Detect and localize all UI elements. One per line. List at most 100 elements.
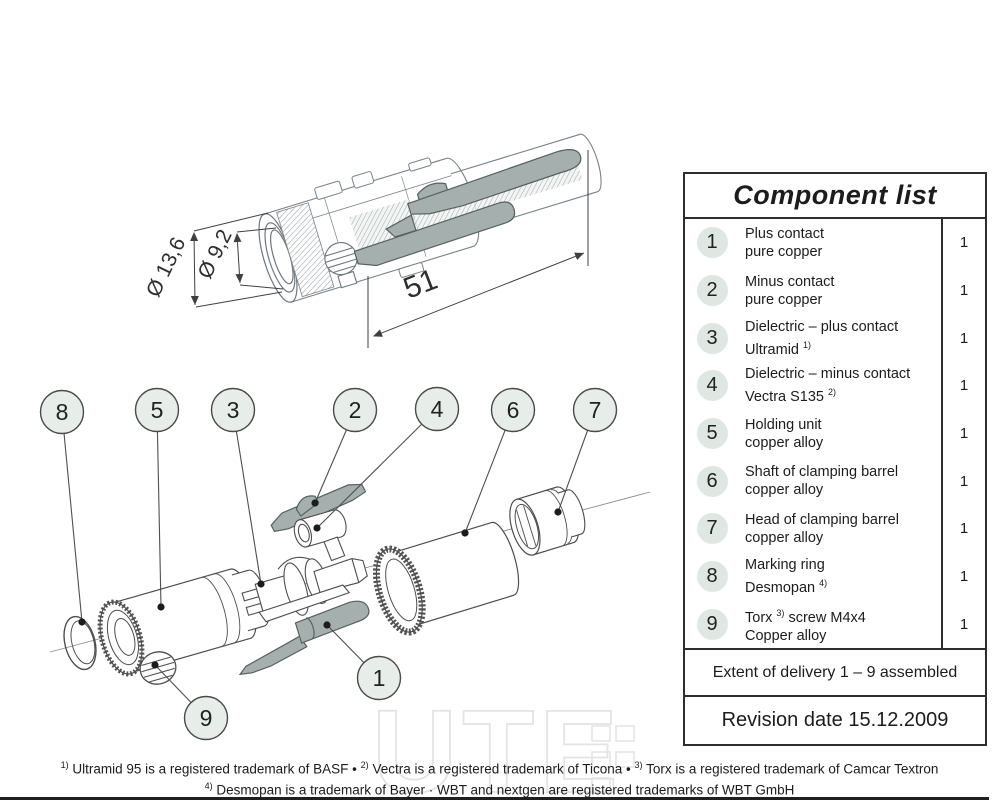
component-material-line: pure copper: [745, 243, 941, 261]
part-5-holding-unit: [97, 568, 270, 677]
text-segment: copper alloy: [745, 529, 824, 546]
component-material-line: Desmopan 4): [745, 574, 941, 597]
balloon-leader-4: [316, 408, 438, 529]
text-segment: Torx: [745, 609, 777, 626]
superscript-ref: 4): [204, 780, 213, 791]
quantity-cell: 1: [941, 505, 985, 553]
superscript-ref: 3): [776, 607, 785, 618]
dimension-lines: [190, 150, 589, 348]
row-number-cell: 9: [685, 608, 739, 640]
quantity-cell: 1: [941, 314, 985, 363]
component-material-line: Ultramid 1): [745, 336, 941, 359]
text-segment: Copper alloy: [745, 627, 827, 644]
part-4-dielectric-minus: [293, 509, 347, 562]
superscript-ref: 1): [803, 339, 812, 350]
quantity-cell: 1: [941, 219, 985, 267]
contacts-shaded: [353, 149, 582, 267]
balloon-circle-6: [490, 387, 536, 433]
superscript-ref: 2): [360, 760, 369, 770]
footnote-line-2: 4) Desmopan is a trademark of Bayer · WB…: [0, 778, 999, 799]
text-segment: screw M4x4: [784, 609, 866, 626]
superscript-ref: 1): [60, 760, 69, 770]
balloon-circle-2: [332, 387, 378, 433]
text-segment: pure copper: [745, 243, 823, 260]
component-material-line: copper alloy: [745, 434, 941, 452]
balloon-circle-5: [134, 387, 180, 433]
component-name-line: Shaft of clamping barrel: [745, 463, 941, 481]
component-name-line: Dielectric – plus contact: [745, 318, 941, 336]
balloon-circle-3: [210, 387, 256, 433]
quantity-cell: 1: [941, 409, 985, 458]
text-segment: Dielectric – plus contact: [745, 318, 899, 335]
row-number-badge: 2: [696, 275, 728, 307]
component-material-line: copper alloy: [745, 529, 941, 547]
row-number-badge: 9: [696, 608, 728, 640]
text-segment: Desmopan: [745, 580, 820, 597]
row-number-cell: 8: [685, 561, 739, 593]
part-8-marking-ring: [63, 615, 97, 671]
text-segment: Holding unit: [745, 416, 822, 433]
balloon-number-1: 1: [373, 665, 386, 691]
component-material-line: copper alloy: [745, 481, 941, 499]
text-segment: pure copper: [745, 291, 823, 308]
text-segment: Shaft of clamping barrel: [745, 464, 899, 481]
superscript-ref: 2): [828, 387, 837, 398]
component-material-line: Copper alloy: [745, 627, 941, 645]
text-segment: Ultramid: [745, 341, 804, 358]
balloon-dot-3: [257, 580, 265, 588]
front-face: [258, 213, 298, 303]
balloon-circle-1: [356, 655, 402, 701]
part-1-plus-contact: [238, 600, 370, 676]
balloon-dot-9: [151, 661, 159, 669]
text-segment: Minus contact: [745, 273, 835, 290]
balloon-number-9: 9: [200, 705, 213, 731]
part-3-dielectric-plus: [241, 556, 368, 623]
part-6-clamping-shaft: [372, 521, 520, 636]
component-name-line: Plus contact: [745, 225, 941, 243]
row-number-badge: 4: [696, 370, 728, 402]
component-name-line: Minus contact: [745, 273, 941, 291]
component-name-line: Head of clamping barrel: [745, 511, 941, 529]
extent-of-delivery-note: Extent of delivery 1 – 9 assembled: [685, 648, 985, 695]
component-name-line: Marking ring: [745, 556, 941, 574]
balloon-leader-8: [61, 411, 83, 623]
text-segment: copper alloy: [745, 482, 824, 499]
component-name-line: Torx 3) screw M4x4: [745, 604, 941, 627]
set-screw-section: [324, 242, 358, 289]
row-number-badge: 6: [696, 465, 728, 497]
row-number-cell: 2: [685, 275, 739, 307]
component-name-line: Holding unit: [745, 416, 941, 434]
balloon-dot-6: [461, 529, 469, 537]
row-number-badge: 5: [696, 418, 728, 450]
text-segment: copper alloy: [745, 434, 824, 451]
quantity-cell: 1: [941, 600, 985, 649]
balloon-circle-8: [39, 389, 85, 435]
balloon-number-2: 2: [349, 397, 362, 423]
component-name-line: Dielectric – minus contact: [745, 365, 941, 383]
superscript-ref: 4): [819, 578, 828, 589]
row-number-cell: 6: [685, 465, 739, 497]
outer-diameter-label: Ø 13,6: [142, 234, 190, 301]
balloon-leader-5: [156, 409, 162, 608]
text-segment: Dielectric – minus contact: [745, 366, 911, 383]
component-material-line: pure copper: [745, 291, 941, 309]
watermark-blocks: [591, 725, 635, 794]
inner-diameter-label: Ø 9,2: [194, 226, 237, 282]
text-segment: Desmopan is a trademark of Bayer · WBT a…: [212, 782, 795, 797]
